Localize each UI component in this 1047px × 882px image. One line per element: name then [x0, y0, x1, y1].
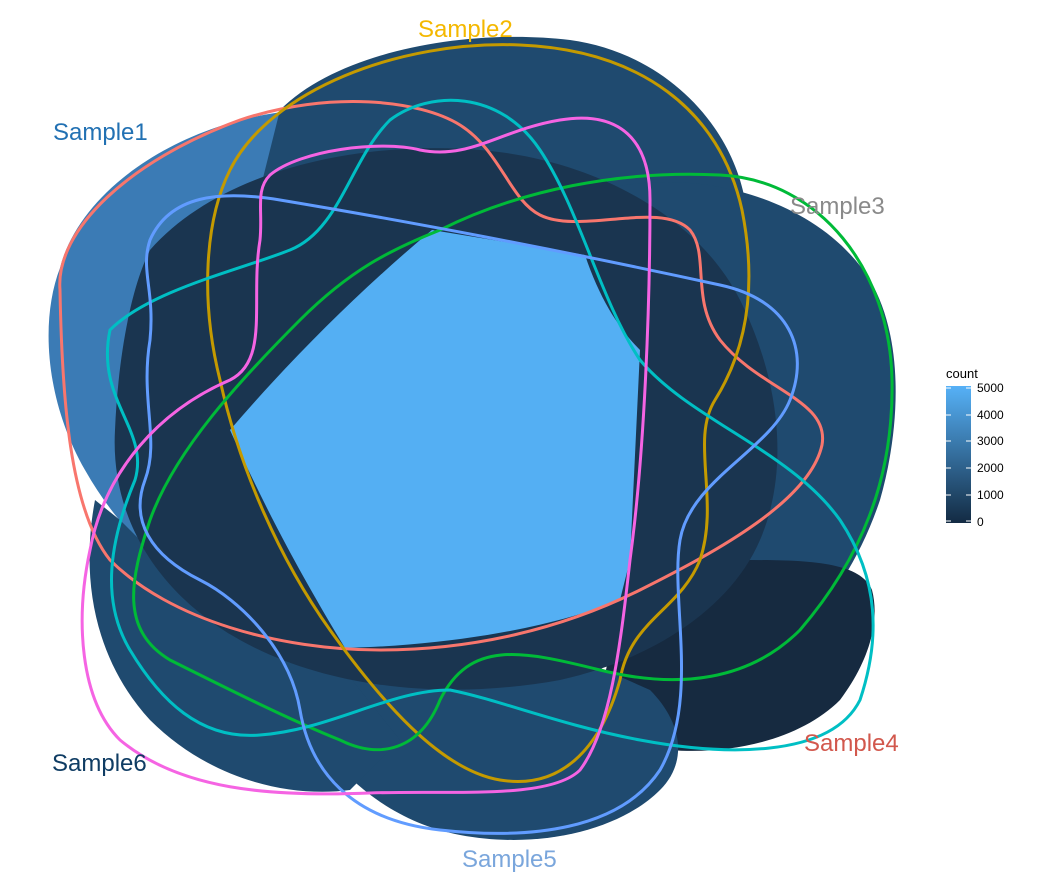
- set-outline-sample1: [58, 100, 825, 652]
- legend-tick-label: 1000: [977, 488, 1004, 502]
- set-outline-sample2: [206, 43, 751, 783]
- venn-outlines: [58, 43, 894, 835]
- legend-tick-label: 3000: [977, 434, 1004, 448]
- set-outline-sample5: [138, 194, 799, 835]
- label-sample5: Sample5: [462, 846, 557, 873]
- set-outline-sample3: [132, 172, 894, 752]
- region-all-sets: [230, 230, 640, 648]
- set-outline-sample4: [105, 98, 875, 752]
- set-outline-sample6: [80, 116, 652, 796]
- label-sample6: Sample6: [52, 750, 147, 777]
- legend-tick-label: 4000: [977, 408, 1004, 422]
- legend-colorbar: [946, 386, 971, 523]
- label-sample1: Sample1: [53, 119, 148, 146]
- legend-tick-label: 5000: [977, 381, 1004, 395]
- set-labels: Sample1 Sample2 Sample3 Sample4 Sample5 …: [52, 16, 899, 873]
- legend-ticks: [946, 387, 971, 522]
- label-sample2: Sample2: [418, 16, 513, 43]
- legend-tick-label: 2000: [977, 461, 1004, 475]
- label-sample3: Sample3: [790, 193, 885, 220]
- legend: count 5000 4000 3000 2000 1000 0: [946, 366, 1004, 529]
- label-sample4: Sample4: [804, 730, 899, 757]
- legend-title: count: [946, 366, 978, 381]
- legend-tick-label: 0: [977, 515, 984, 529]
- venn-fills: [48, 36, 896, 840]
